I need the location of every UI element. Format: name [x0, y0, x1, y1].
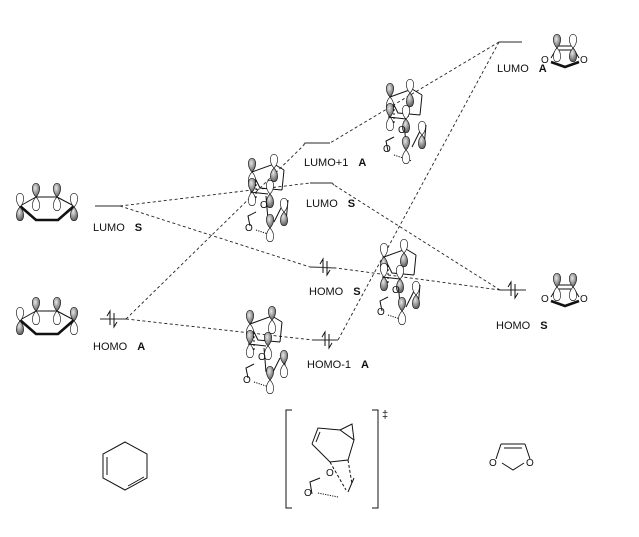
dioxole-structure: O O — [489, 443, 534, 471]
svg-text:O: O — [580, 294, 588, 305]
cyclohexadiene-structure — [102, 441, 148, 491]
electron-pair-icon — [507, 280, 519, 300]
dioxole-lumo-orbital: O O — [541, 34, 588, 69]
svg-text:O: O — [245, 223, 253, 234]
svg-text:O: O — [398, 125, 406, 136]
svg-text:O: O — [580, 55, 588, 66]
ts-homo-minus-1-orbital: O O — [243, 306, 288, 393]
dioxole-homo-orbital: O O — [541, 273, 588, 308]
center-lumo-plus-1-level — [302, 142, 330, 147]
svg-text:O: O — [260, 200, 268, 211]
svg-text:O: O — [526, 458, 534, 469]
svg-text:LUMO+1A: LUMO+1A — [304, 157, 366, 169]
diene-lumo-orbital — [16, 183, 77, 222]
electron-pair-icon — [106, 309, 118, 329]
diene-homo-orbital — [16, 297, 77, 336]
svg-text:O: O — [258, 352, 266, 363]
double-dagger-mark: ‡ — [382, 409, 388, 421]
svg-text:O: O — [541, 294, 549, 305]
ts-homo-orbital: O O — [377, 239, 421, 324]
ts-lumo-plus-1-orbital: O O — [383, 79, 427, 163]
svg-text:O: O — [392, 285, 400, 296]
svg-text:O: O — [383, 144, 391, 155]
transition-state-structure: ‡ O O — [285, 409, 388, 509]
svg-text:O: O — [541, 55, 549, 66]
svg-text:O: O — [243, 375, 251, 386]
svg-text:O: O — [326, 468, 334, 479]
electron-pair-icon — [319, 257, 331, 277]
electron-pair-icon — [321, 330, 333, 350]
ts-lumo-orbital: O O — [245, 154, 289, 241]
svg-text:O: O — [304, 488, 312, 499]
svg-text:HOMO-1A: HOMO-1A — [307, 359, 369, 371]
center-lumo-level — [310, 182, 335, 186]
svg-text:O: O — [489, 458, 497, 469]
electron-pairs — [106, 257, 519, 350]
svg-text:O: O — [377, 307, 385, 318]
